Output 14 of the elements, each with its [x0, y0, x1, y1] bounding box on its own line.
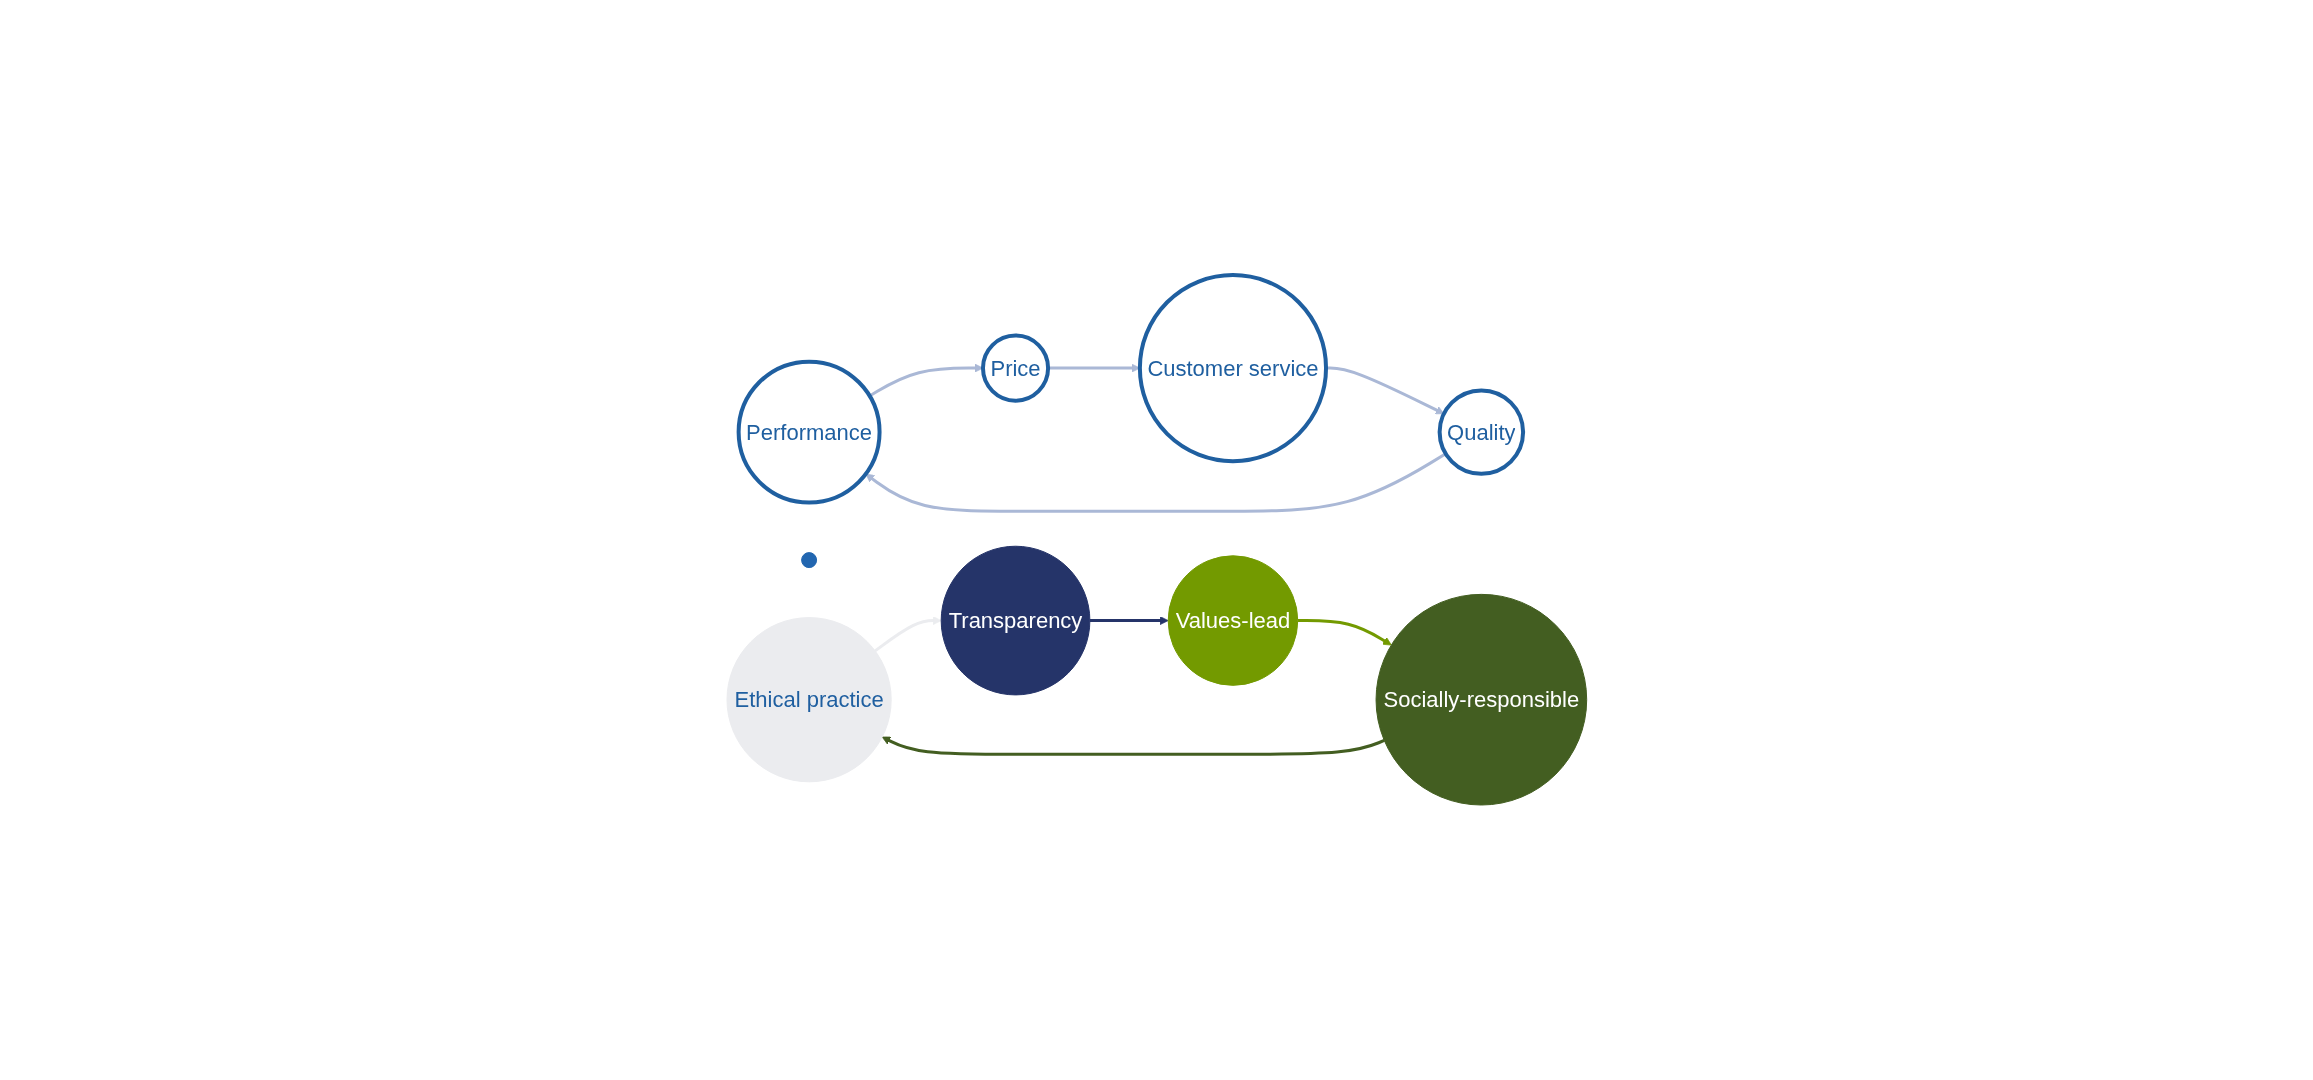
node-circle: Price [980, 333, 1050, 403]
node-circle: Transparency [940, 545, 1091, 696]
arrow [865, 452, 1447, 513]
node-circle [800, 552, 817, 569]
arrow [1089, 616, 1169, 625]
arrow [1297, 619, 1392, 646]
node-circle: Values-lead [1167, 555, 1298, 686]
node-circle: Performance [736, 359, 882, 505]
node-circle: Quality [1437, 388, 1525, 476]
node-circle: Customer service [1137, 273, 1328, 464]
arrow [881, 736, 1385, 756]
node-circle: Ethical practice [726, 617, 892, 783]
node-circle: Socially-responsible [1375, 593, 1587, 806]
arrow [873, 616, 942, 653]
